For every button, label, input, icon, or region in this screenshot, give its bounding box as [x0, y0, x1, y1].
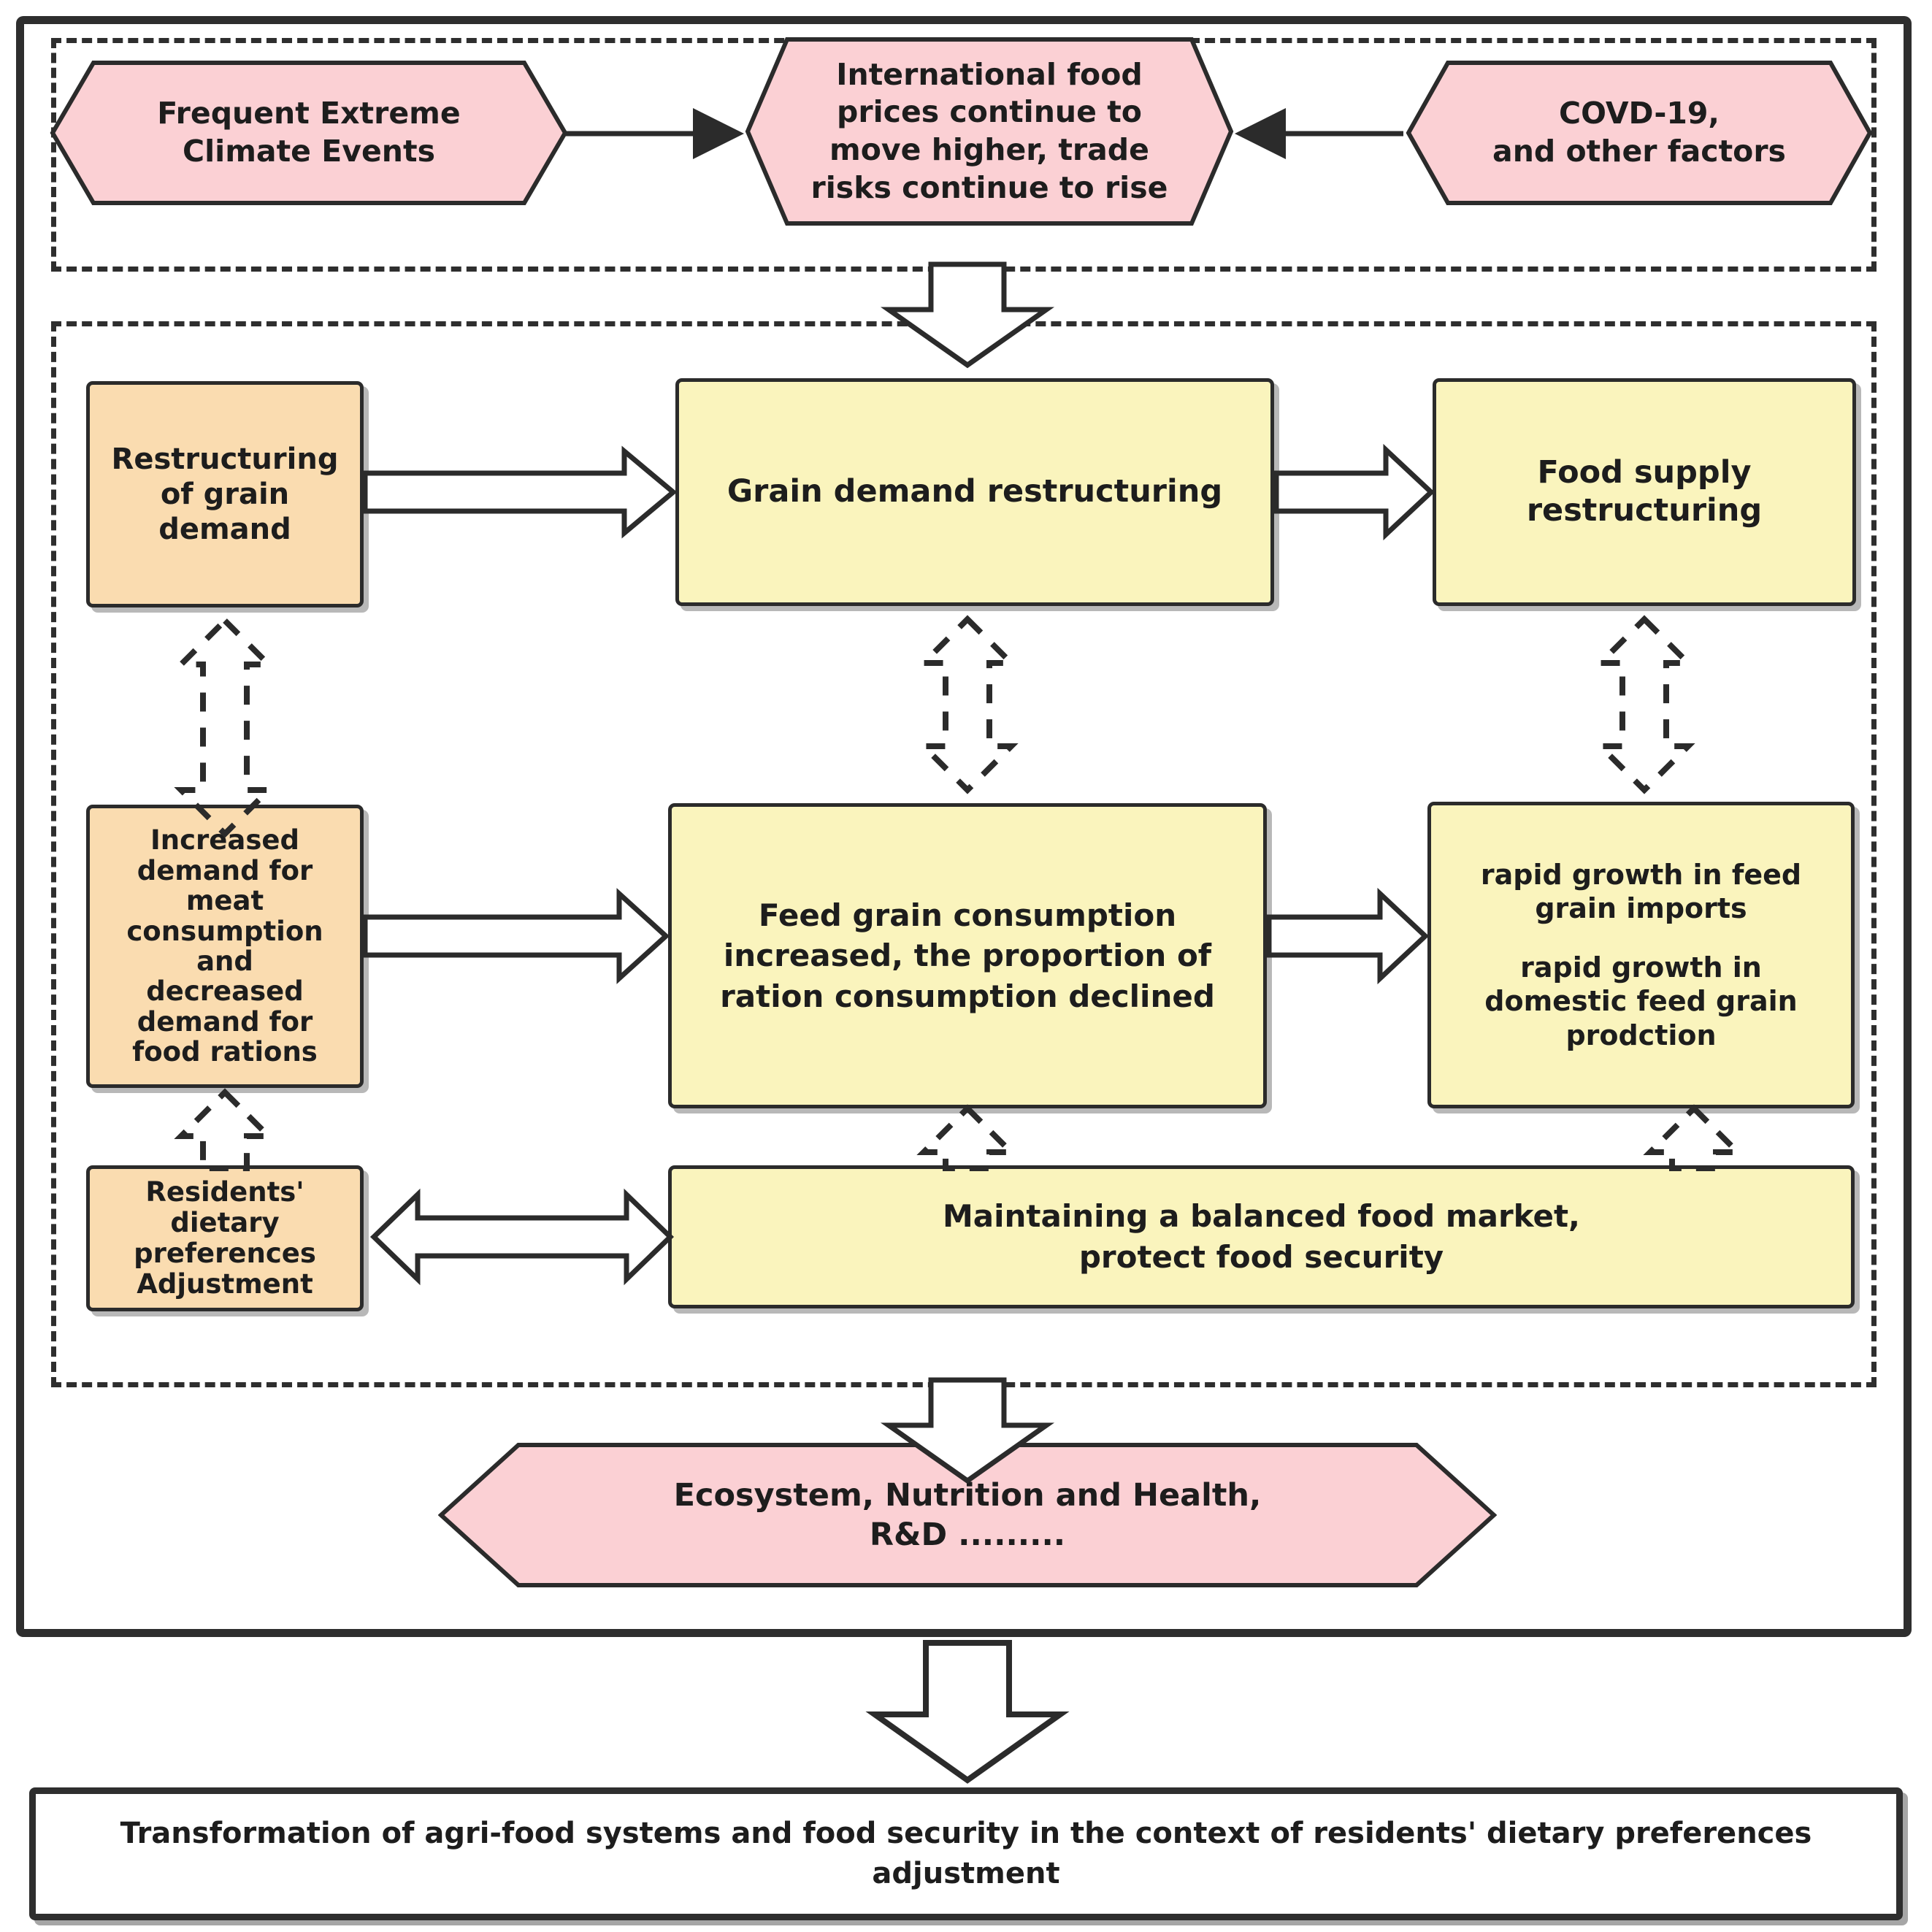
conclusion-title: Transformation of agri-food systems and … [120, 1816, 1812, 1890]
node-grain-demand-restructuring[interactable]: Grain demand restructuring [675, 378, 1274, 606]
node-feed-grain-growth-line5: prodction [1565, 1019, 1717, 1051]
node-feed-grain-growth-line1: rapid growth in feed [1480, 859, 1802, 892]
node-ecosystem-outcome[interactable]: Ecosystem, Nutrition and Health,R&D ....… [438, 1442, 1497, 1588]
hexagon-shape [438, 1443, 1497, 1587]
hexagon-shape [1406, 61, 1873, 205]
node-grain-demand-restructuring-label: Grain demand restructuring [727, 473, 1223, 510]
node-covid[interactable]: COVD-19,and other factors [1406, 60, 1873, 206]
node-feed-grain-growth-line3: rapid growth in [1520, 951, 1762, 984]
node-balanced-market-label: Maintaining a balanced food market,prote… [942, 1197, 1581, 1275]
hexagon-shape [50, 61, 568, 205]
node-balanced-market[interactable]: Maintaining a balanced food market,prote… [668, 1165, 1855, 1308]
node-feed-grain-growth-line4: domestic feed grain [1484, 985, 1798, 1018]
conclusion-bar[interactable]: Transformation of agri-food systems and … [29, 1787, 1903, 1920]
node-feed-grain-growth[interactable]: rapid growth in feed grain imports rapid… [1427, 802, 1855, 1108]
arrow-outer-to-conclusion [865, 1640, 1070, 1784]
hexagon-shape [745, 37, 1234, 226]
node-covid-label: COVD-19,and other factors [1492, 96, 1786, 169]
node-feed-grain-growth-line2: grain imports [1535, 892, 1747, 925]
node-ecosystem-outcome-label: Ecosystem, Nutrition and Health,R&D ....… [673, 1476, 1262, 1553]
